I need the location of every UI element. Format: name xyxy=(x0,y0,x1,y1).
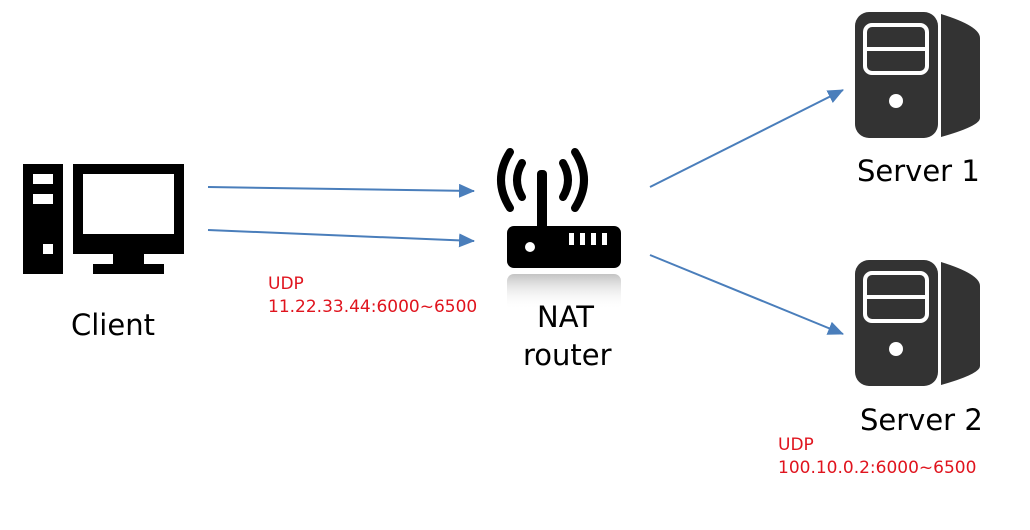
client-label: Client xyxy=(71,308,155,342)
arrow-client-to-router-2 xyxy=(207,229,475,248)
server-udp-annotation: UDP 100.10.0.2:6000~6500 xyxy=(778,434,976,480)
server-udp-address: 100.10.0.2:6000~6500 xyxy=(778,458,977,478)
server1-label: Server 1 xyxy=(857,154,980,188)
client-udp-protocol: UDP xyxy=(268,274,304,294)
server-udp-protocol: UDP xyxy=(778,435,814,455)
router-label-line2: router xyxy=(523,338,612,372)
router-reflection xyxy=(507,274,621,310)
wireless-router-icon xyxy=(497,148,621,310)
server2-label: Server 2 xyxy=(860,403,983,437)
client-udp-annotation: UDP 11.22.33.44:6000~6500 xyxy=(268,273,477,319)
arrow-router-to-server1 xyxy=(649,89,844,188)
router-label-line1: NAT xyxy=(537,300,594,334)
server-tower-icon xyxy=(855,12,980,138)
arrow-router-to-server2 xyxy=(649,254,844,335)
arrow-client-to-router-1 xyxy=(207,183,475,198)
desktop-computer-icon xyxy=(23,164,184,274)
client-udp-address: 11.22.33.44:6000~6500 xyxy=(268,297,478,317)
server-tower-icon xyxy=(855,260,980,386)
